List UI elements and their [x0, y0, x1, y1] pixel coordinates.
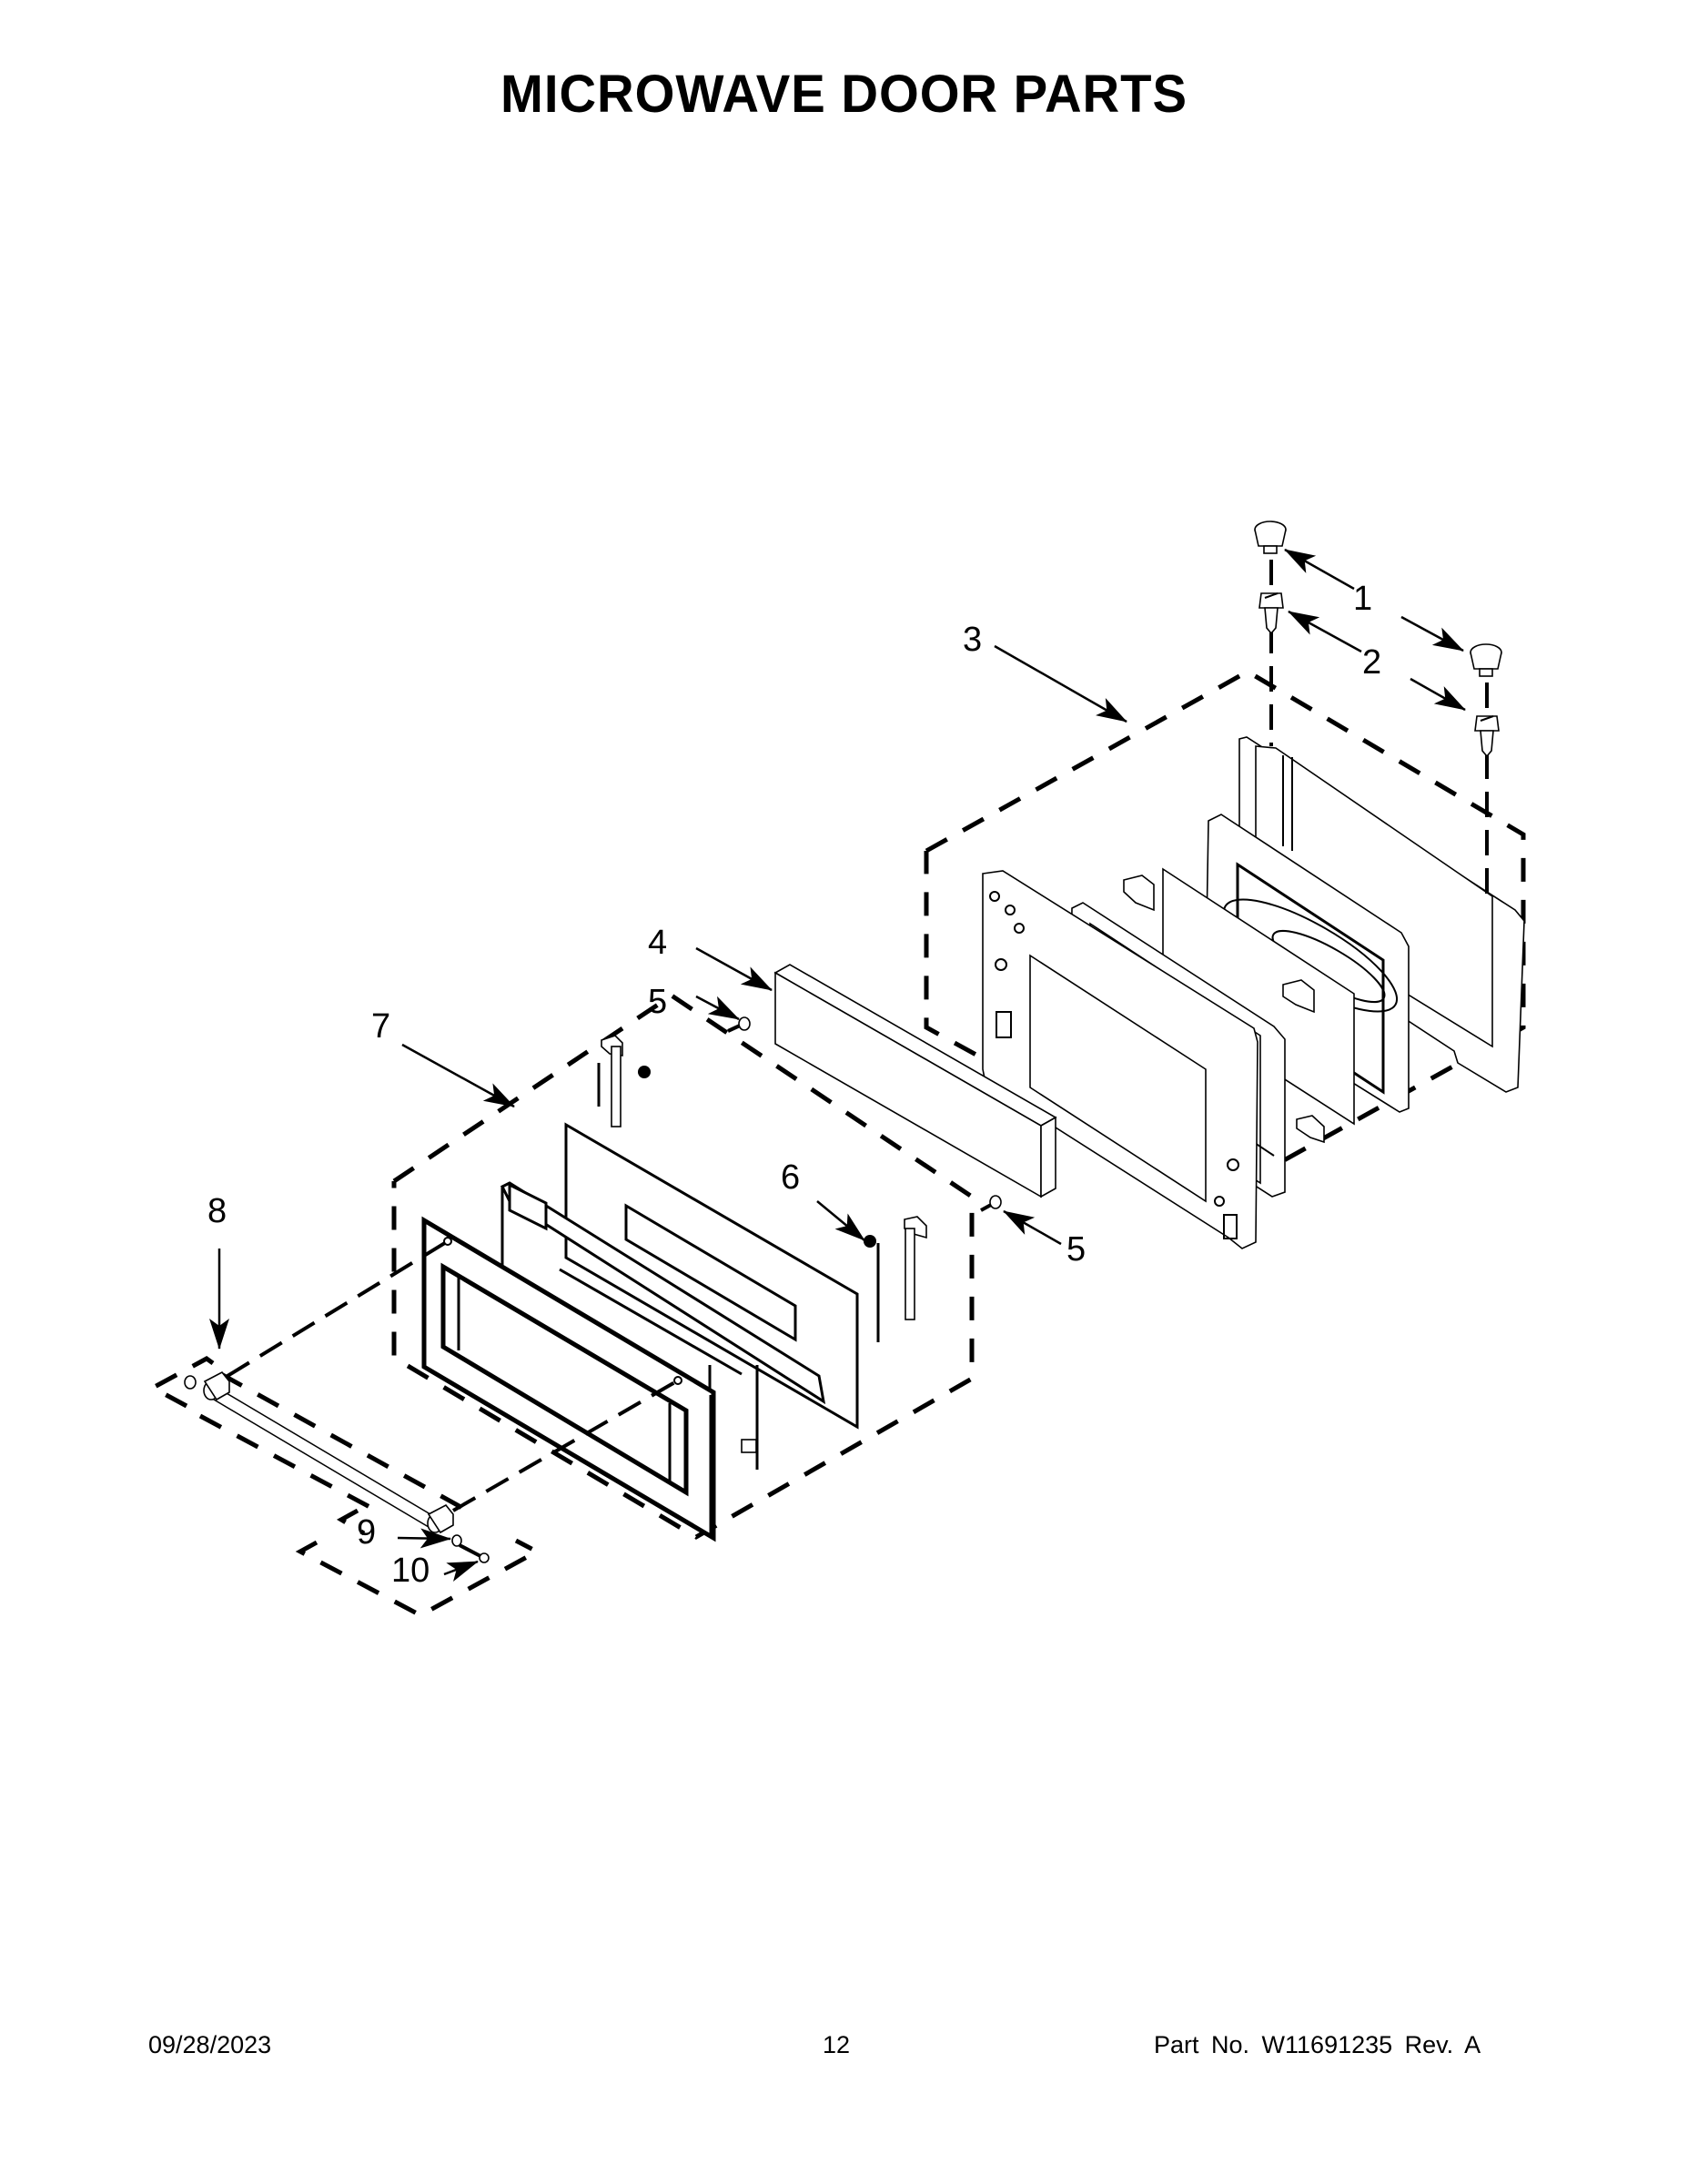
callout-arrow: [401, 1043, 515, 1108]
callout-label-6: 6: [781, 1158, 800, 1197]
footer-part-number: Part No. W11691235 Rev. A: [1154, 2031, 1481, 2058]
inner-panel-icon: [982, 870, 1258, 1249]
plug-button-icon[interactable]: [1470, 643, 1502, 677]
callout-arrow: [443, 1560, 479, 1582]
hinge-bracket-icon: [876, 1216, 927, 1342]
outer-door-assembly-group[interactable]: [391, 992, 975, 1542]
footer-page-number: 12: [823, 2031, 851, 2058]
clip-icon: [741, 1439, 757, 1453]
callout-label-1: 1: [1353, 580, 1372, 618]
handle-group[interactable]: [147, 1239, 680, 1618]
callout-label-5-right: 5: [1066, 1230, 1086, 1269]
callout-arrow: [1003, 1209, 1062, 1246]
footer-date: 09/28/2023: [148, 2031, 272, 2058]
callout-label-9: 9: [357, 1513, 376, 1552]
callout-arrow: [1400, 615, 1464, 652]
outer-panel-icon: [421, 1216, 716, 1542]
plug-icon: [864, 1235, 876, 1248]
inner-glass-icon: [624, 1203, 797, 1342]
callout-label-7: 7: [371, 1007, 390, 1046]
trim-bar-icon[interactable]: [773, 964, 1057, 1198]
callout-label-3: 3: [963, 621, 982, 659]
handle-boundary: [147, 1356, 215, 1409]
plug-button-icon[interactable]: [1254, 521, 1287, 554]
callout-arrow: [816, 1200, 865, 1241]
bracket-icon: [1296, 1115, 1325, 1144]
screw-icon[interactable]: [1258, 592, 1284, 635]
inner-door-assembly-group[interactable]: [924, 560, 1526, 1249]
screw-icon[interactable]: [980, 1195, 1002, 1212]
callout-label-5-left: 5: [648, 983, 667, 1021]
callout-arrow: [695, 946, 773, 992]
callout-arrow: [397, 1528, 451, 1549]
callout-arrow: [1284, 548, 1355, 591]
screw-icon[interactable]: [1474, 715, 1500, 758]
callout-label-4: 4: [648, 924, 667, 962]
bracket-icon: [1123, 875, 1155, 912]
screw-icon[interactable]: [459, 1543, 490, 1563]
callout-arrow: [695, 995, 740, 1021]
bracket-icon: [1282, 979, 1315, 1014]
washer-icon[interactable]: [451, 1534, 462, 1547]
callout-label-10: 10: [391, 1552, 430, 1590]
callout-arrow: [994, 644, 1127, 723]
page-title: MICROWAVE DOOR PARTS: [500, 65, 1188, 124]
callout-label-8: 8: [207, 1192, 227, 1230]
screw-icon[interactable]: [727, 1016, 751, 1033]
callout-label-2: 2: [1362, 643, 1381, 682]
assembly-3-boundary: [924, 669, 1526, 1195]
plug-icon: [638, 1066, 651, 1078]
hinge-bracket-icon: [597, 1035, 623, 1127]
washer-icon: [184, 1375, 197, 1390]
callout-arrow: [1410, 677, 1466, 712]
handle-icon: [203, 1370, 454, 1534]
callout-arrow: [1288, 610, 1362, 653]
